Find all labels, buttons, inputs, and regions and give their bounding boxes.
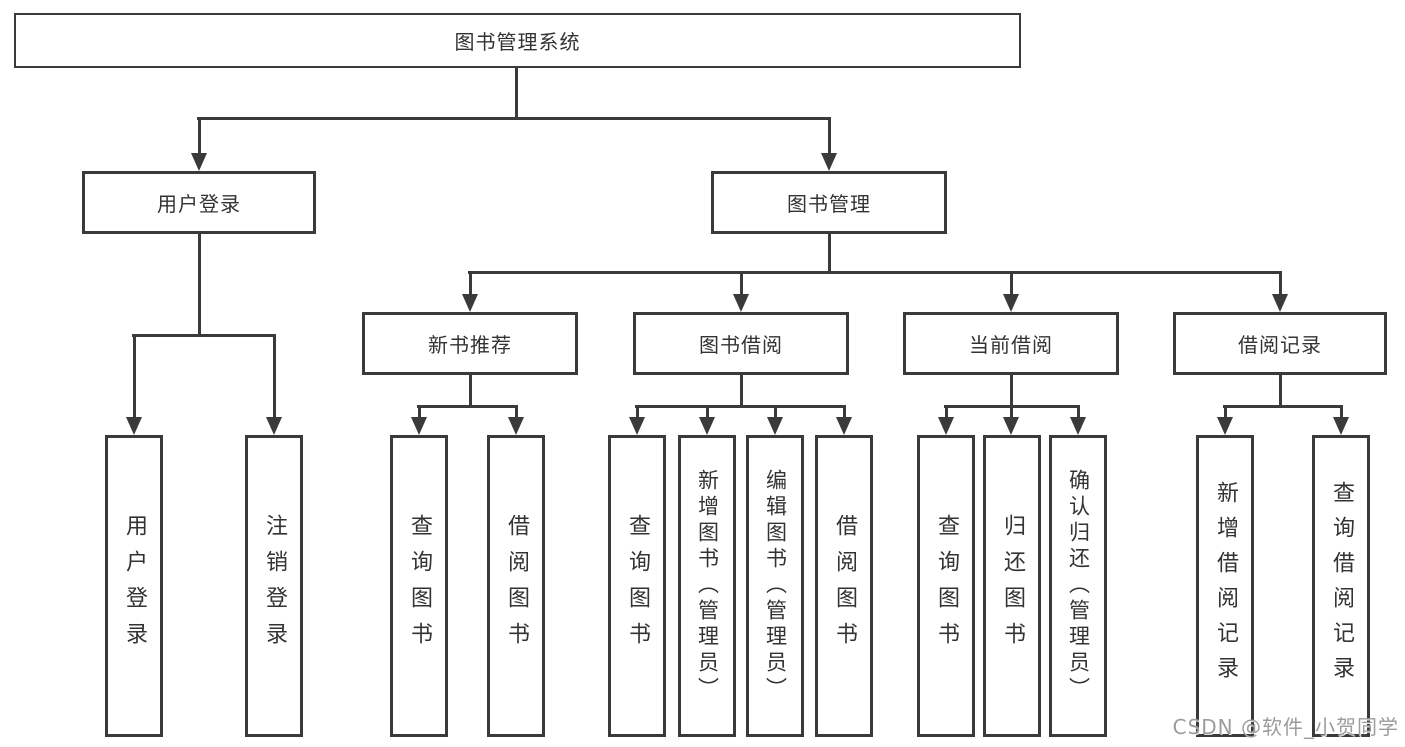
arrowhead-icon [462,294,478,312]
connector [740,271,743,296]
node-user-login-branch: 用户登录 [82,171,316,234]
node-borrow-records-label: 借阅记录 [1238,333,1322,357]
arrowhead-icon [411,417,427,435]
connector [828,117,831,155]
leaf-user-login-label: 用户登录 [122,514,147,658]
arrowhead-icon [266,417,282,435]
connector [636,405,639,419]
arrowhead-icon [1217,417,1233,435]
leaf-borrow-query-book-label: 查询图书 [625,514,650,658]
connector [1279,375,1282,408]
leaf-borrow-add-book-admin: 新增图书（管理员） [678,435,736,737]
leaf-records-query-record: 查询借阅记录 [1312,435,1370,737]
leaf-borrow-add-book-admin-label: 新增图书（管理员） [695,469,720,703]
node-new-book-recommend: 新书推荐 [362,312,578,375]
connector [706,405,709,419]
leaf-records-add-record: 新增借阅记录 [1196,435,1254,737]
connector [515,405,518,419]
connector [945,405,948,419]
arrowhead-icon [126,417,142,435]
leaf-records-add-record-label: 新增借阅记录 [1213,481,1238,691]
connector [740,375,743,408]
arrowhead-icon [836,417,852,435]
connector [418,405,421,419]
leaf-borrow-borrow-book-label: 借阅图书 [832,514,857,658]
leaf-current-return-book: 归还图书 [983,435,1041,737]
connector [132,334,276,337]
connector [273,334,276,419]
connector [469,375,472,408]
arrowhead-icon [733,294,749,312]
connector [198,234,201,337]
arrowhead-icon [1333,417,1349,435]
arrowhead-icon [1003,294,1019,312]
leaf-borrow-borrow-book: 借阅图书 [815,435,873,737]
leaf-borrow-edit-book-admin-label: 编辑图书（管理员） [763,469,788,703]
arrowhead-icon [191,153,207,171]
node-book-borrow: 图书借阅 [633,312,849,375]
leaf-recommend-query-book-label: 查询图书 [407,514,432,658]
arrowhead-icon [699,417,715,435]
node-root-label: 图书管理系统 [454,30,581,54]
node-book-borrow-label: 图书借阅 [699,333,783,357]
connector [1340,405,1343,419]
leaf-current-confirm-return-admin: 确认归还（管理员） [1049,435,1107,737]
connector [774,405,777,419]
node-user-login-branch-label: 用户登录 [157,192,241,216]
arrowhead-icon [629,417,645,435]
csdn-watermark: CSDN @软件_小贺同学 [1172,715,1399,739]
leaf-recommend-borrow-book: 借阅图书 [487,435,545,737]
connector [635,405,846,408]
connector [133,334,136,419]
node-book-management: 图书管理 [711,171,947,234]
leaf-user-logout-label: 注销登录 [262,514,287,658]
arrowhead-icon [1070,417,1086,435]
connector [1223,405,1343,408]
connector [1224,405,1227,419]
leaf-user-login: 用户登录 [105,435,163,737]
leaf-current-query-book-label: 查询图书 [934,514,959,658]
connector [1279,271,1282,296]
connector [197,117,831,120]
connector [515,68,518,119]
arrowhead-icon [767,417,783,435]
connector [417,405,518,408]
leaf-borrow-edit-book-admin: 编辑图书（管理员） [746,435,804,737]
connector [198,117,201,155]
node-book-management-label: 图书管理 [787,192,871,216]
node-new-book-recommend-label: 新书推荐 [428,333,512,357]
leaf-current-return-book-label: 归还图书 [1000,514,1025,658]
leaf-borrow-query-book: 查询图书 [608,435,666,737]
connector [1010,375,1013,408]
leaf-current-confirm-return-admin-label: 确认归还（管理员） [1066,469,1091,703]
arrowhead-icon [821,153,837,171]
connector [843,405,846,419]
leaf-user-logout: 注销登录 [245,435,303,737]
arrowhead-icon [1003,417,1019,435]
node-current-borrow-label: 当前借阅 [969,333,1053,357]
node-root: 图书管理系统 [14,13,1021,68]
node-borrow-records: 借阅记录 [1173,312,1387,375]
leaf-recommend-query-book: 查询图书 [390,435,448,737]
connector [1077,405,1080,419]
connector [469,271,472,296]
node-current-borrow: 当前借阅 [903,312,1119,375]
connector [828,234,831,274]
connector [1010,271,1013,296]
connector [468,271,1282,274]
arrowhead-icon [508,417,524,435]
arrowhead-icon [938,417,954,435]
connector [1010,405,1013,419]
leaf-recommend-borrow-book-label: 借阅图书 [504,514,529,658]
leaf-records-query-record-label: 查询借阅记录 [1329,481,1354,691]
leaf-current-query-book: 查询图书 [917,435,975,737]
arrowhead-icon [1272,294,1288,312]
